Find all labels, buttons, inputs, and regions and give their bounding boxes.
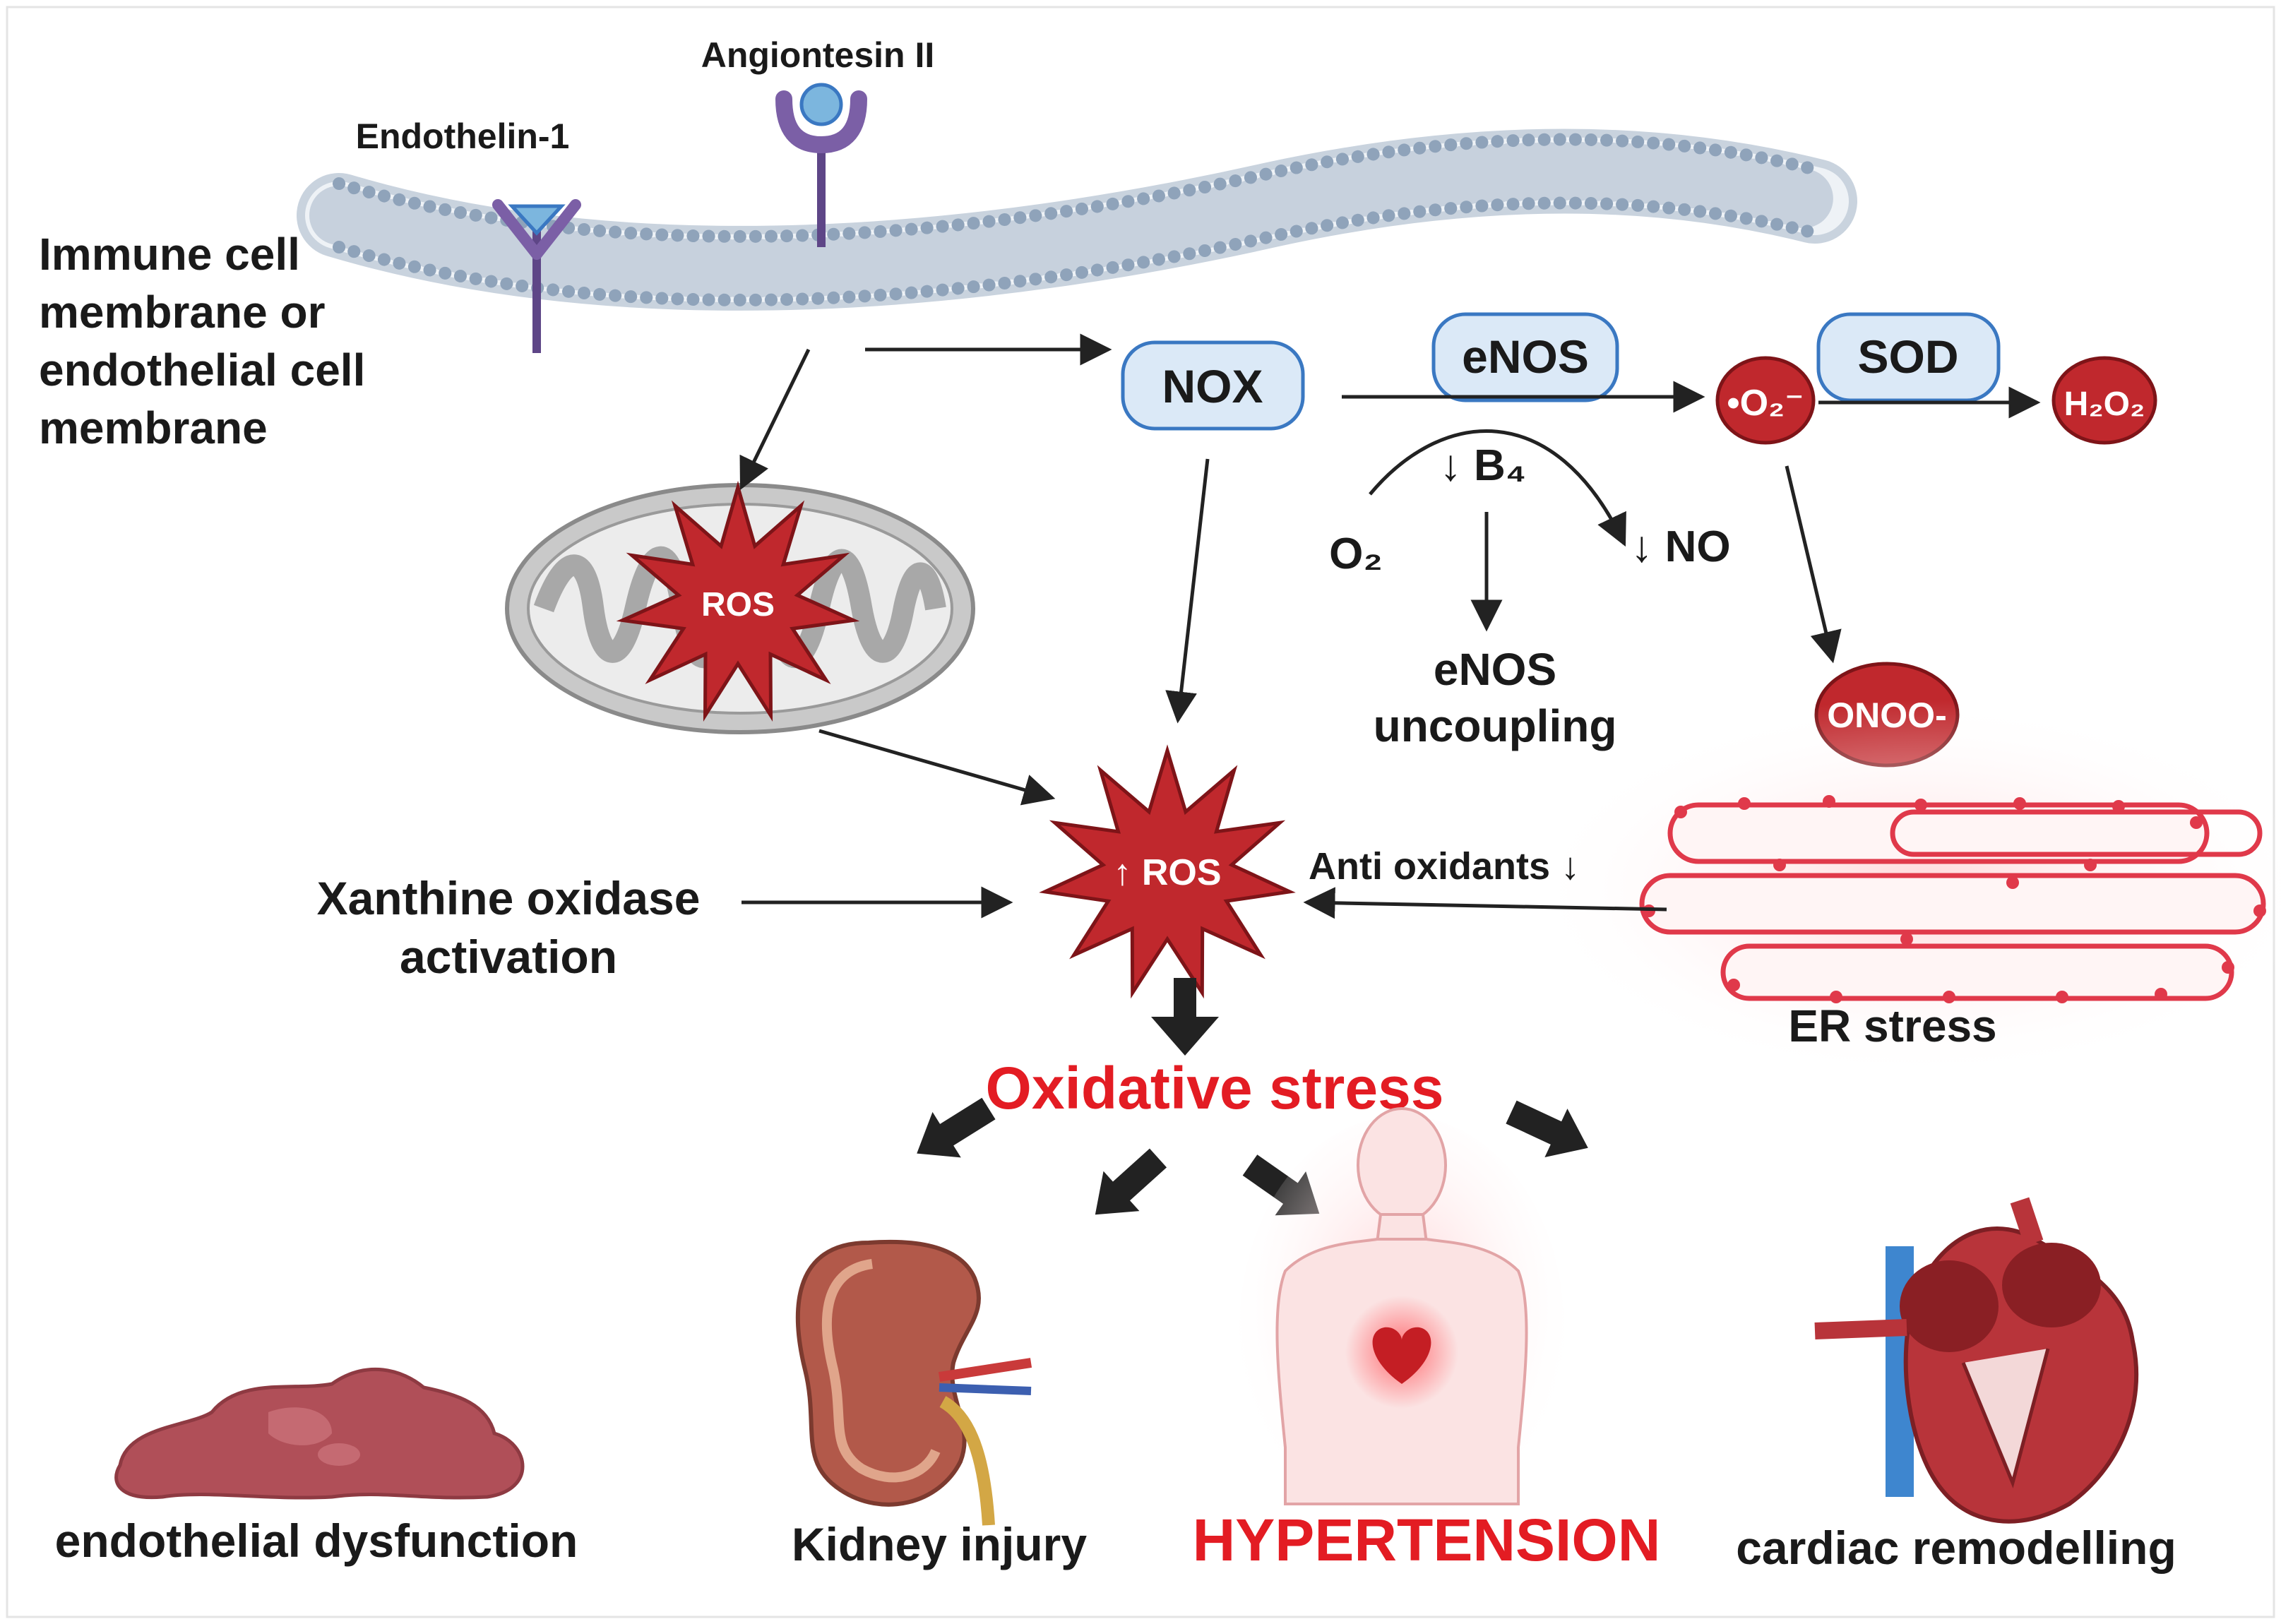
superoxide-node: •O₂⁻ bbox=[1715, 356, 1816, 445]
o2-label: O₂ bbox=[1329, 530, 1383, 578]
cell-membrane bbox=[297, 129, 1857, 311]
nox-node: NOX bbox=[1121, 340, 1305, 431]
kidney-injury-label: Kidney injury bbox=[792, 1518, 1087, 1570]
svg-text:endothelial cell: endothelial cell bbox=[39, 345, 365, 395]
endothelial-dysfunction-label: endothelial dysfunction bbox=[55, 1515, 578, 1567]
ros-burst-central: ↑ ROS bbox=[1039, 744, 1296, 999]
svg-text:membrane: membrane bbox=[39, 402, 268, 453]
oxidative-stress-label: Oxidative stress bbox=[985, 1055, 1443, 1121]
membrane-label: Immune cell membrane or endothelial cell… bbox=[39, 229, 365, 453]
svg-text:•O₂⁻: •O₂⁻ bbox=[1727, 383, 1804, 424]
heart-icon bbox=[1814, 1197, 2139, 1524]
svg-text:uncoupling: uncoupling bbox=[1374, 700, 1617, 751]
cardiac-remodelling-label: cardiac remodelling bbox=[1736, 1522, 2176, 1574]
effect-arrows bbox=[917, 978, 1588, 1216]
endothelial-tissue-icon bbox=[114, 1368, 525, 1500]
b4-label: ↓ B₄ bbox=[1440, 441, 1527, 490]
sod-node: SOD bbox=[1816, 312, 2001, 402]
svg-text:eNOS: eNOS bbox=[1434, 644, 1556, 695]
svg-text:Immune cell: Immune cell bbox=[39, 229, 300, 280]
no-label: ↓ NO bbox=[1631, 523, 1730, 571]
enos-node: eNOS bbox=[1431, 312, 1619, 402]
svg-text:Xanthine oxidase: Xanthine oxidase bbox=[317, 872, 701, 924]
human-body-icon bbox=[1239, 1107, 1564, 1539]
svg-text:SOD: SOD bbox=[1857, 330, 1958, 383]
pathway-arrows bbox=[739, 333, 2041, 919]
antioxidants-label: Anti oxidants ↓ bbox=[1309, 845, 1580, 888]
endoplasmic-reticulum-icon bbox=[1525, 699, 2281, 1080]
svg-text:membrane or: membrane or bbox=[39, 287, 325, 338]
endothelin-receptor-icon bbox=[492, 199, 581, 353]
angiotensin-label: Angiontesin II bbox=[701, 35, 935, 75]
kidney-icon bbox=[795, 1239, 1032, 1526]
svg-text:↑ ROS: ↑ ROS bbox=[1113, 852, 1221, 893]
svg-text:NOX: NOX bbox=[1162, 360, 1263, 412]
xanthine-oxidase-label: Xanthine oxidase activation bbox=[317, 872, 701, 983]
h2o2-node: H₂O₂ bbox=[2051, 356, 2157, 445]
svg-text:activation: activation bbox=[400, 931, 617, 983]
ros-burst-mito: ROS bbox=[616, 480, 860, 722]
svg-text:eNOS: eNOS bbox=[1462, 330, 1589, 383]
svg-text:ROS: ROS bbox=[701, 586, 775, 623]
hypertension-label: HYPERTENSION bbox=[1193, 1507, 1661, 1573]
endothelin-label: Endothelin-1 bbox=[356, 117, 570, 156]
enos-uncoupling-label: eNOS uncoupling bbox=[1374, 644, 1617, 751]
angiotensin-receptor-icon bbox=[775, 83, 867, 247]
svg-text:H₂O₂: H₂O₂ bbox=[2064, 386, 2145, 423]
er-stress-label: ER stress bbox=[1788, 1001, 1996, 1051]
